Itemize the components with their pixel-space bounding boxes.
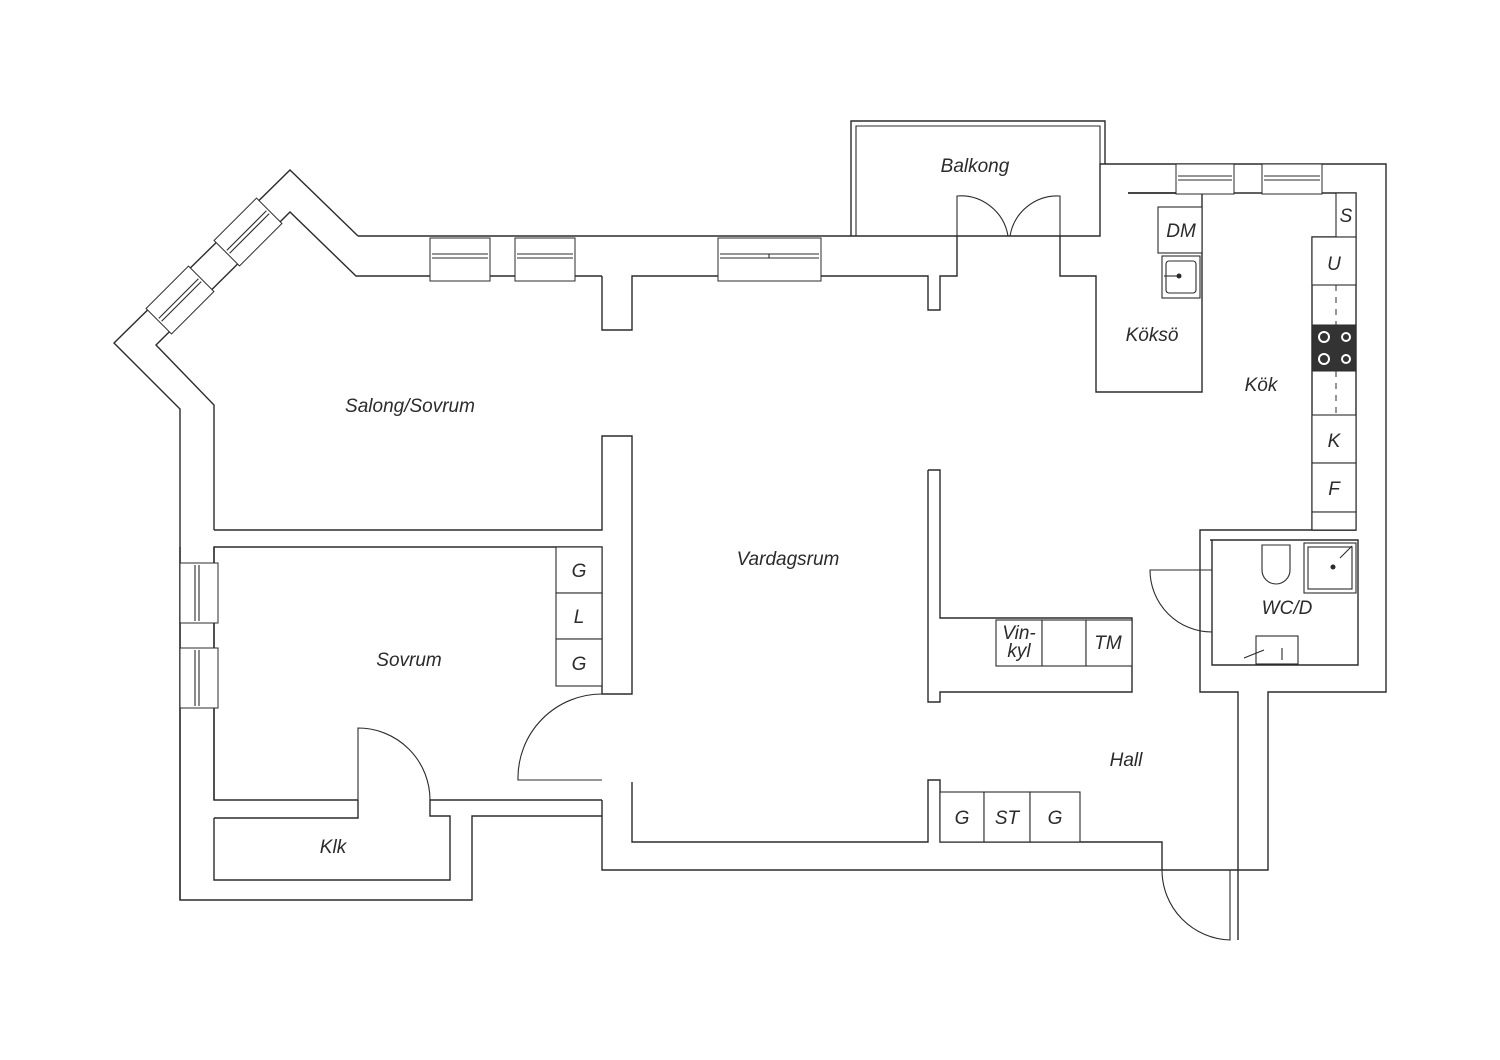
label-tm: TM [1094, 633, 1122, 654]
room-label-klk: Klk [320, 837, 348, 858]
label-u: U [1327, 254, 1341, 275]
label-k: K [1328, 431, 1342, 452]
label-hall-g2: G [1048, 808, 1063, 829]
label-s: S [1340, 206, 1353, 227]
room-label-hall: Hall [1110, 750, 1144, 771]
label-g-bottom: G [572, 654, 587, 675]
room-label-salong: Salong/Sovrum [345, 396, 475, 417]
doors [357, 195, 1231, 941]
label-l: L [574, 607, 585, 628]
label-vinkyl-1: Vin- [1002, 623, 1035, 644]
room-label-kok: Kök [1245, 375, 1279, 396]
windows [145, 163, 1323, 709]
label-hall-st: ST [995, 808, 1021, 829]
balcony [850, 120, 1106, 236]
room-label-wc: WC/D [1262, 598, 1313, 619]
room-label-koksö: Köksö [1126, 325, 1179, 346]
label-g-top: G [572, 561, 587, 582]
label-hall-g1: G [955, 808, 970, 829]
room-label-sovrum: Sovrum [376, 650, 441, 671]
room-labels: Balkong Salong/Sovrum Vardagsrum Köksö K… [320, 156, 1313, 858]
room-label-balkong: Balkong [941, 156, 1010, 177]
label-vinkyl-2: kyl [1007, 641, 1031, 662]
fixture-labels: DM S U K F G L G Vin- kyl TM G ST G [572, 206, 1353, 829]
cabinets [555, 546, 1133, 843]
room-label-vardagsrum: Vardagsrum [737, 549, 840, 570]
label-f: F [1328, 479, 1341, 500]
wc-fixtures [1243, 542, 1357, 665]
label-dm: DM [1166, 221, 1196, 242]
kitchen-fixtures [1157, 192, 1357, 531]
